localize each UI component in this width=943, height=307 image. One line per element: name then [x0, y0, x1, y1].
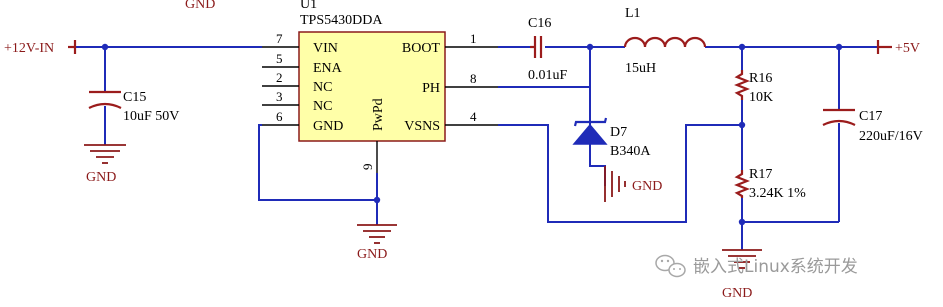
ic-pad-label: PwPd: [371, 98, 386, 131]
resistor-zigzag: [734, 70, 750, 100]
capacitor-c17: C17 220uF/16V: [822, 108, 923, 144]
diode-cathode: [573, 117, 608, 127]
pin-name: NC: [313, 80, 332, 95]
capacitor-c15: C15 10uF 50V: [88, 90, 179, 124]
component-ref: D7: [610, 125, 627, 140]
ground-output: GND: [722, 249, 762, 301]
capacitor-plate-curved: [822, 119, 856, 126]
pin-number: 5: [276, 51, 283, 66]
pin-name: VSNS: [404, 119, 440, 134]
diode-d7: D7 B340A: [572, 117, 651, 186]
junction-dot: [738, 121, 746, 129]
diode-anode-lead: [589, 144, 606, 186]
capacitor-plate-curved: [88, 102, 122, 109]
ground-d7: GND: [604, 166, 662, 202]
pin-number: 8: [470, 71, 477, 86]
wires: [75, 46, 878, 250]
gnd-label: GND: [86, 170, 116, 185]
port-5v-out: +5V: [876, 40, 920, 56]
junction-dot: [586, 43, 594, 51]
junction-dot: [738, 218, 746, 226]
wechat-icon: [655, 254, 686, 278]
component-ref: R16: [749, 71, 772, 86]
wire-feedback: [498, 124, 742, 223]
gnd-label: GND: [722, 286, 752, 301]
pin-number: 2: [276, 70, 283, 85]
pin-name: ENA: [313, 61, 343, 76]
component-ref: C15: [123, 90, 146, 105]
ic-body: [298, 31, 446, 142]
junction-dot: [101, 43, 109, 51]
ground-u1: GND: [357, 224, 397, 262]
port-label-output: +5V: [895, 41, 920, 56]
pin-number: 1: [470, 31, 477, 46]
pin-number: 7: [276, 31, 283, 46]
gnd-label: GND: [632, 179, 662, 194]
component-ref: C17: [859, 109, 882, 124]
component-value: 220uF/16V: [859, 129, 923, 144]
inductor-coil: [623, 36, 707, 48]
ic-ref: U1: [300, 0, 317, 12]
component-ref: R17: [749, 167, 772, 182]
pin-number: 6: [276, 109, 283, 124]
resistor-r16: R16 10K: [734, 70, 773, 105]
component-value: 15uH: [625, 61, 656, 76]
component-ref: C16: [528, 16, 551, 31]
gnd-label-top: GND: [185, 0, 215, 12]
pin-number: 3: [276, 89, 283, 104]
capacitor-c16: C16 0.01uF: [528, 16, 568, 83]
gnd-label: GND: [357, 247, 387, 262]
resistor-r17: R17 3.24K 1%: [734, 167, 806, 201]
pin-name: NC: [313, 99, 332, 114]
ground-c15: GND: [84, 144, 126, 185]
diode-triangle: [572, 123, 608, 145]
component-value: 10uF 50V: [123, 109, 179, 124]
pin-name: GND: [313, 119, 343, 134]
component-value: 3.24K 1%: [749, 186, 806, 201]
watermark-text: 嵌入式Linux系统开发: [693, 257, 858, 277]
junction-dot: [835, 43, 843, 51]
wire-gnd-pin6: [258, 124, 377, 201]
inductor-l1: L1 15uH: [623, 6, 707, 76]
watermark: 嵌入式Linux系统开发: [655, 254, 858, 278]
pin-name: VIN: [313, 41, 338, 56]
junction-dot: [373, 196, 381, 204]
junctions: [101, 43, 843, 226]
junction-dot: [738, 43, 746, 51]
port-12v-in: +12V-IN: [4, 40, 77, 56]
port-label-input: +12V-IN: [4, 41, 54, 56]
pin-name: PH: [422, 81, 440, 96]
resistor-zigzag: [734, 170, 750, 198]
component-value: B340A: [610, 144, 651, 159]
ic-u1: U1 TPS5430DDA 7 5 2 3 6 VIN ENA NC NC GN…: [262, 0, 498, 173]
component-ref: L1: [625, 6, 641, 21]
pin-number: 9: [360, 164, 375, 171]
pin-name: BOOT: [402, 41, 441, 56]
pin-number: 4: [470, 109, 477, 124]
component-value: 0.01uF: [528, 68, 568, 83]
component-value: 10K: [749, 90, 773, 105]
ic-part: TPS5430DDA: [300, 13, 383, 28]
